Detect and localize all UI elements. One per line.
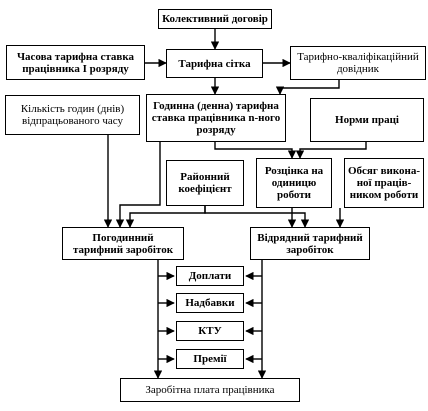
edge-nrate-to-time-wage: [115, 142, 161, 228]
node-labor-norms: Норми праці: [310, 98, 424, 142]
node-hours-worked: Кількість годин (днів) відпрацьованого ч…: [5, 95, 140, 135]
node-time-tariff-wage: Погодинний тарифний заробіток: [62, 227, 184, 260]
node-hourly-rate-n-grade: Годинна (денна) тарифна ставка працівник…: [146, 94, 286, 142]
edge-directory-to-nrate: [275, 80, 340, 95]
node-ktu: КТУ: [176, 321, 244, 341]
node-work-volume: Обсяг викона- ної праців- ником роботи: [344, 158, 424, 208]
node-collective-agreement: Колективний договір: [158, 9, 272, 29]
node-employee-salary: Заробітна плата працівника: [120, 378, 300, 402]
node-tariff-grid: Тарифна сітка: [166, 49, 263, 78]
node-qualification-directory: Тарифно-кваліфікаційний довідник: [290, 46, 426, 80]
node-hourly-rate-first-grade: Часова тарифна ставка працівника І розря…: [6, 45, 145, 80]
edge-norms-to-unit-rate: [295, 142, 367, 159]
node-surcharges: Доплати: [176, 266, 244, 286]
node-piece-tariff-wage: Відрядний тарифний заробіток: [250, 227, 370, 260]
node-unit-rate: Розцінка на одиницю роботи: [256, 158, 332, 208]
edge-regional-to-piece-wage: [204, 206, 310, 228]
node-premiums: Премії: [176, 349, 244, 369]
node-regional-coefficient: Районний коефіцієнт: [166, 160, 244, 206]
edge-nrate-to-unit-rate: [214, 142, 297, 159]
edge-regional-to-time-wage: [125, 206, 206, 228]
node-bonuses-allowances: Надбавки: [176, 293, 244, 313]
